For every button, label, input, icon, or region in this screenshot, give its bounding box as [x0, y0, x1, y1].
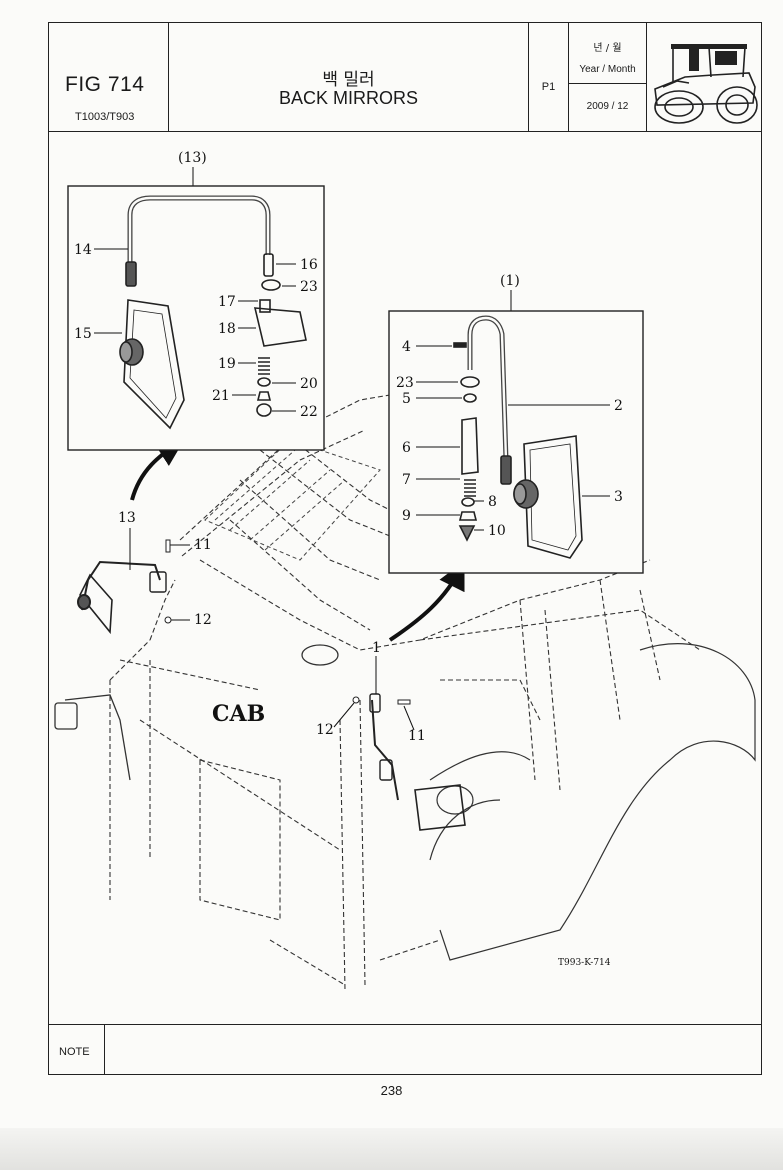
callout-7: 7	[402, 472, 411, 488]
page-number: 238	[380, 1083, 403, 1098]
parts-sheet: FIG 714 T1003/T903 백 밀러 BACK MIRRORS P1 …	[48, 22, 762, 1075]
tractor-icon	[654, 44, 758, 124]
callout-11-left: 11	[194, 537, 212, 553]
callout-15: 15	[74, 326, 92, 342]
fender	[429, 643, 756, 961]
callout-23-left: 23	[300, 279, 318, 295]
note-row: NOTE	[49, 1024, 761, 1075]
cab-handle	[54, 644, 339, 781]
arrow-to-right-inset	[388, 560, 465, 642]
model-number: T1003/T903	[75, 111, 135, 123]
date-label-korean: 년 / 월	[593, 43, 622, 54]
date-value: 2009 / 12	[586, 101, 629, 112]
callout-11-right: 11	[408, 728, 426, 744]
arrow-to-left-inset	[130, 438, 185, 501]
main-fasteners	[164, 539, 411, 705]
inset-left-parts	[119, 195, 307, 430]
header: FIG 714 T1003/T903 백 밀러 BACK MIRRORS P1 …	[49, 23, 761, 132]
title-cell: 백 밀러 BACK MIRRORS	[169, 23, 529, 131]
date-divider	[569, 83, 646, 84]
inset-right-box	[388, 310, 644, 574]
callout-21: 21	[212, 388, 230, 404]
callout-17: 17	[218, 294, 236, 310]
callout-19: 19	[218, 356, 236, 372]
page-cell: P1	[529, 23, 569, 131]
callout-4: 4	[402, 339, 411, 355]
callout-23-right: 23	[396, 375, 414, 391]
note-label: NOTE	[49, 1025, 105, 1075]
callout-8: 8	[488, 494, 497, 510]
callout-12-left: 12	[194, 612, 212, 628]
callout-3: 3	[614, 489, 623, 505]
cab-label: CAB	[212, 701, 265, 727]
fig-number: FIG 714	[65, 73, 145, 96]
inset-left-box	[67, 185, 325, 451]
roof-panel	[204, 439, 381, 561]
inset-right-reference: (1)	[500, 273, 520, 289]
page-label: P1	[541, 81, 556, 93]
callout-13-main: 13	[118, 510, 136, 526]
callout-5: 5	[402, 391, 411, 407]
callout-20: 20	[300, 376, 318, 392]
callout-2: 2	[614, 398, 623, 414]
inset-right-callouts: 4 23 5 2 6 7 8 3 9 10	[396, 339, 623, 539]
callout-18: 18	[218, 321, 236, 337]
callout-10: 10	[488, 523, 506, 539]
inset-right-parts	[453, 315, 583, 559]
inset-left-reference: (13)	[178, 150, 207, 166]
right-mirror-assembly	[369, 693, 466, 831]
main-callouts: 13 11 12 1 12 11	[118, 510, 426, 744]
drawing-code: T993-K-714	[558, 958, 611, 968]
callout-22: 22	[300, 404, 318, 420]
date-cell: 년 / 월 Year / Month 2009 / 12	[569, 23, 647, 131]
callout-1-main: 1	[372, 640, 381, 656]
title-english: BACK MIRRORS	[278, 88, 419, 108]
title-korean: 백 밀러	[322, 70, 375, 90]
inset-left-callouts: 14 15 16 23 17 18 19 20 21 22	[74, 242, 318, 420]
callout-12-right: 12	[316, 722, 334, 738]
cab-frame	[109, 394, 701, 991]
callout-14: 14	[74, 242, 92, 258]
callout-9: 9	[402, 508, 411, 524]
left-mirror-assembly	[77, 560, 167, 635]
scan-edge	[0, 1128, 783, 1170]
fig-cell: FIG 714 T1003/T903	[49, 23, 169, 131]
callout-16: 16	[300, 257, 318, 273]
date-label-english: Year / Month	[579, 64, 636, 75]
callout-6: 6	[402, 440, 411, 456]
tractor-picture-cell	[647, 23, 763, 131]
